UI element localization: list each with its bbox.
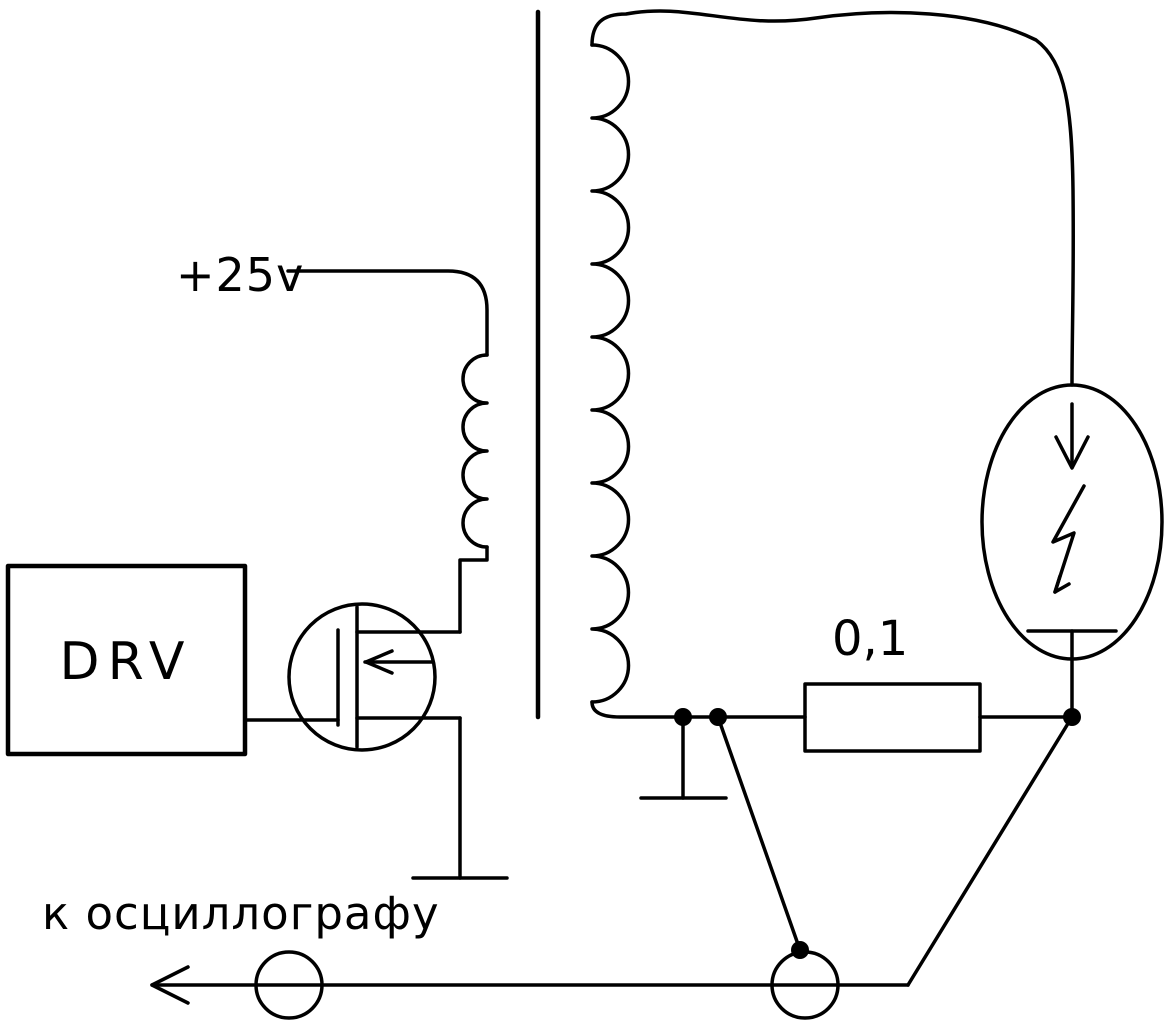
shunt-resistor: 0,1 — [803, 611, 1074, 753]
supply-rail: +25v — [176, 248, 489, 357]
sense-wire-right — [906, 715, 1074, 987]
ground-symbol-right — [639, 715, 728, 800]
junction-dot — [791, 941, 809, 959]
junction-dot — [674, 708, 692, 726]
junction-dot — [1063, 708, 1081, 726]
primary-to-drain-wire — [458, 545, 489, 634]
secondary-bottom-wire — [590, 700, 807, 719]
primary-winding — [458, 353, 489, 634]
lightning-arrow-barbs — [1053, 574, 1071, 594]
down-arrow-icon — [1054, 435, 1090, 470]
mosfet-body-circle — [287, 602, 437, 752]
discharge-gap-lamp — [980, 383, 1164, 719]
junction-dot — [709, 708, 727, 726]
supply-voltage-label: +25v — [176, 248, 304, 302]
primary-coil-icon — [461, 353, 489, 549]
junction-dots — [674, 708, 1081, 959]
secondary-coil-icon — [590, 43, 631, 704]
secondary-winding — [590, 9, 1076, 719]
oscilloscope-lead: к осциллографу — [42, 715, 1074, 1020]
mosfet-arrow-icon — [364, 649, 394, 675]
lightning-icon — [1051, 484, 1086, 594]
left-arrow-icon — [150, 965, 190, 1005]
resistor-value-label: 0,1 — [832, 611, 908, 667]
hv-top-lead-wire — [590, 9, 1076, 387]
resistor-body — [803, 682, 982, 753]
ground-symbol-left — [411, 716, 509, 880]
mosfet-symbol — [243, 602, 462, 752]
cable-loop-icon — [254, 950, 324, 1020]
driver-box: DRV — [5, 563, 248, 757]
driver-box-outline — [5, 563, 248, 757]
driver-box-label: DRV — [60, 632, 193, 692]
oscilloscope-label: к осциллографу — [42, 887, 440, 940]
sense-wire-left — [716, 715, 802, 952]
supply-wire — [286, 269, 489, 357]
